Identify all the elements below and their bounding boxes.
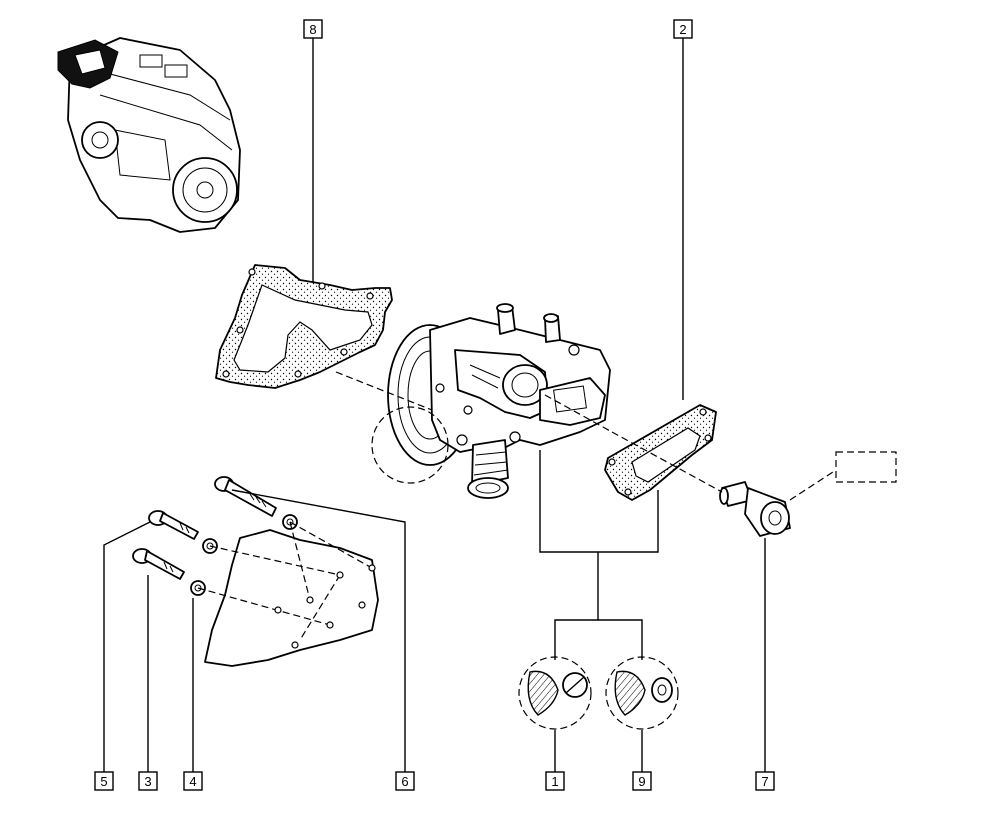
svg-text:7: 7 — [761, 774, 768, 789]
bolt-icon — [132, 476, 277, 580]
callout-4: 4 — [183, 771, 203, 791]
detail-view-9 — [605, 656, 679, 730]
svg-text:1: 1 — [551, 774, 558, 789]
callout-3: 3 — [138, 771, 158, 791]
dashed-assembly-lines — [335, 371, 723, 493]
callout-1: 1 — [545, 771, 565, 791]
callout-5: 5 — [94, 771, 114, 791]
callout-7: 7 — [755, 771, 775, 791]
sensor-icon — [719, 451, 897, 537]
bolt-long — [214, 476, 277, 517]
svg-text:3: 3 — [144, 774, 151, 789]
svg-text:4: 4 — [189, 774, 196, 789]
thermostat-gasket — [604, 404, 717, 501]
water-pump-icon — [371, 303, 611, 499]
svg-text:8: 8 — [309, 22, 316, 37]
engine-locator-icon — [57, 37, 241, 233]
bolt-medium-3 — [132, 548, 185, 580]
callout-6: 6 — [395, 771, 415, 791]
bolt-medium-5 — [148, 510, 199, 540]
detail-view-1 — [518, 656, 592, 730]
pump-gasket — [215, 264, 393, 389]
leader-lines — [103, 38, 766, 772]
callout-8: 8 — [303, 19, 323, 39]
timing-cover-icon — [197, 521, 379, 667]
svg-text:5: 5 — [100, 774, 107, 789]
callout-2: 2 — [673, 19, 693, 39]
svg-text:9: 9 — [638, 774, 645, 789]
svg-text:6: 6 — [401, 774, 408, 789]
callout-9: 9 — [632, 771, 652, 791]
svg-text:2: 2 — [679, 22, 686, 37]
